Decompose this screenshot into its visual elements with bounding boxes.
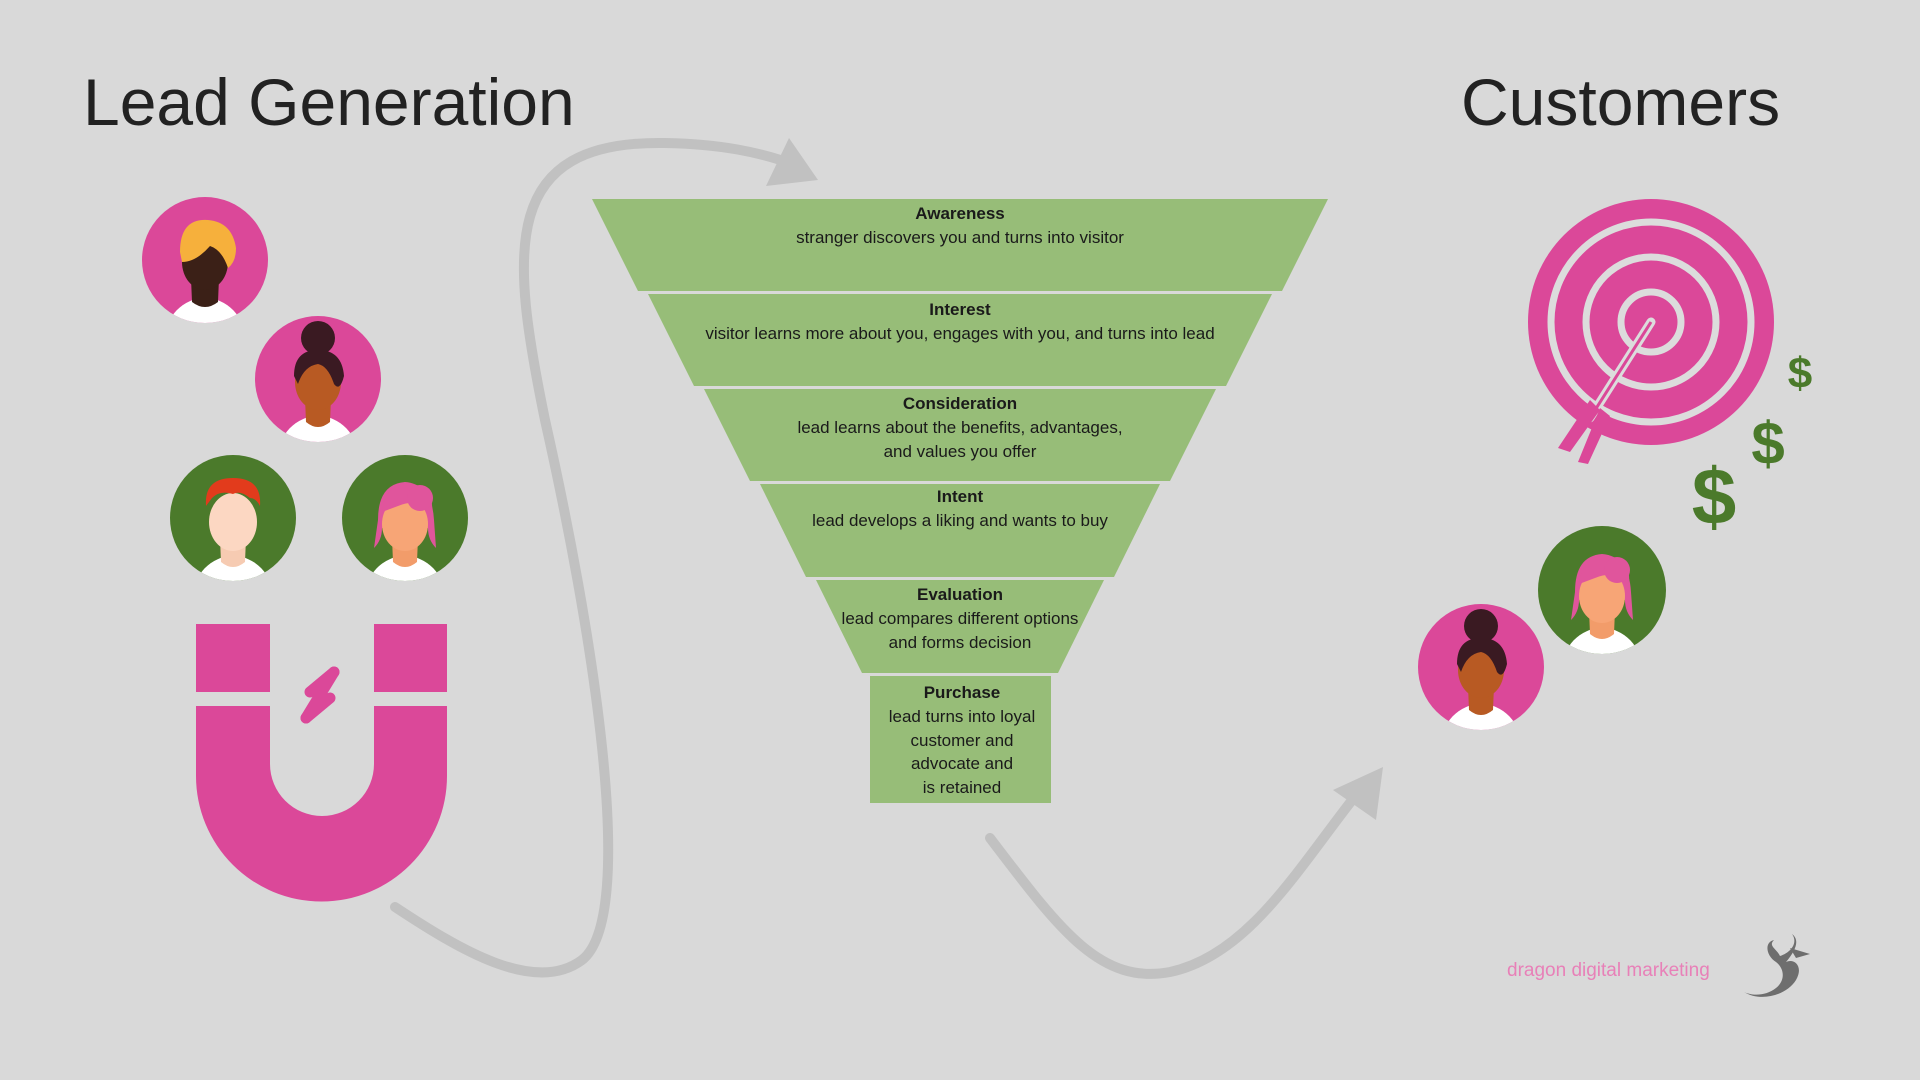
funnel-stage-consideration: Consideration lead learns about the bene… (740, 392, 1180, 463)
stage-description-line: lead turns into loyal (888, 707, 1036, 726)
funnel-stage-purchase: Purchase lead turns into loyal customer … (870, 681, 1054, 799)
stage-description-line: and values you offer (883, 441, 1037, 461)
stage-name: Awareness (915, 204, 1005, 223)
svg-text:$: $ (1751, 410, 1784, 477)
stage-name: Intent (936, 487, 984, 506)
stage-description-line: stranger discovers you and turns into vi… (796, 228, 1124, 247)
stage-description-line: advocate and (910, 754, 1014, 773)
funnel-stage-evaluation: Evaluation lead compares different optio… (820, 583, 1100, 654)
person-avatar-icon (1538, 526, 1666, 654)
flow-arrow-to-customers (985, 767, 1383, 979)
person-avatar-icon (142, 197, 268, 323)
person-avatar-icon (342, 455, 468, 581)
dollar-icon: $ (1751, 410, 1784, 477)
stage-description: lead turns into loyal customer and advoc… (870, 705, 1054, 799)
brand-name: dragon digital marketing (1507, 960, 1710, 981)
stage-description-line: lead compares different options (841, 609, 1079, 628)
stage-description: lead develops a liking and wants to buy (780, 509, 1140, 533)
target-icon (1528, 199, 1774, 464)
stage-name: Consideration (902, 394, 1018, 413)
stage-description-line: lead develops a liking and wants to buy (812, 511, 1108, 530)
stage-name: Interest (929, 300, 991, 319)
stage-description-line: visitor learns more about you, engages w… (705, 324, 1215, 343)
title-customers: Customers (1461, 65, 1781, 139)
stage-description: visitor learns more about you, engages w… (660, 322, 1260, 346)
stage-description-line: is retained (922, 777, 1002, 797)
svg-text:$: $ (1692, 452, 1737, 541)
dollar-icon: $ (1692, 452, 1737, 541)
dragon-logo-icon (1744, 934, 1810, 997)
person-avatar-icon (255, 316, 381, 442)
funnel-stage-evaluation-shape (816, 580, 1104, 673)
stage-description-line: lead learns about the benefits, advantag… (797, 418, 1123, 437)
svg-text:$: $ (1788, 349, 1812, 398)
stage-name: Evaluation (917, 585, 1003, 604)
funnel-stage-purchase-shape (870, 676, 1051, 803)
stage-description-line: and forms decision (888, 632, 1032, 652)
person-avatar-icon (1418, 604, 1544, 730)
magnet-icon (196, 624, 447, 902)
funnel-stage-consideration-shape (704, 389, 1216, 481)
stage-description: lead learns about the benefits, advantag… (740, 416, 1180, 463)
stage-description-line: customer and (910, 730, 1014, 750)
funnel (592, 199, 1328, 803)
dollar-icon: $ (1788, 349, 1812, 398)
funnel-stage-intent: Intent lead develops a liking and wants … (780, 485, 1140, 533)
stage-description: stranger discovers you and turns into vi… (700, 226, 1220, 250)
funnel-stage-interest: Interest visitor learns more about you, … (660, 298, 1260, 346)
funnel-stage-awareness: Awareness stranger discovers you and tur… (700, 202, 1220, 250)
stage-name: Purchase (923, 683, 1001, 702)
funnel-stage-intent-shape (760, 484, 1160, 577)
flow-arrow-into-funnel (390, 137, 818, 978)
funnel-stage-interest-shape (648, 294, 1272, 386)
person-avatar-icon (170, 455, 296, 581)
title-lead-generation: Lead Generation (83, 65, 575, 139)
funnel-stage-awareness-shape (592, 199, 1328, 291)
stage-description: lead compares different options and form… (820, 607, 1100, 654)
